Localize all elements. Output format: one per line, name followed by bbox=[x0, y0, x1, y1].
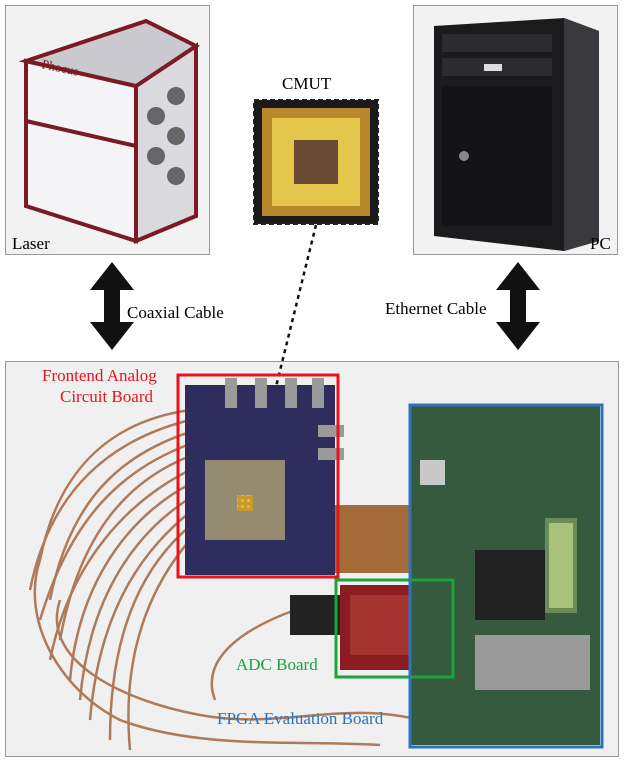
pc-label: PC bbox=[590, 234, 611, 253]
cmut-label: CMUT bbox=[282, 74, 332, 93]
fpga-box bbox=[408, 403, 604, 749]
pc-illustration bbox=[434, 18, 599, 251]
laser-illustration: Phocus bbox=[18, 18, 200, 244]
frontend-box bbox=[176, 373, 340, 579]
frontend-board bbox=[185, 378, 344, 575]
coaxial-label: Coaxial Cable bbox=[127, 303, 224, 322]
laser-panel: Phocus Laser bbox=[5, 5, 210, 255]
cmut-chip bbox=[253, 99, 379, 225]
fpga-board bbox=[410, 405, 600, 745]
ethernet-arrow bbox=[496, 262, 540, 350]
adc-label: ADC Board bbox=[236, 655, 318, 674]
frontend-label-line2: Circuit Board bbox=[60, 387, 154, 406]
fpga-label: FPGA Evaluation Board bbox=[217, 709, 384, 728]
cable-bundle bbox=[28, 408, 421, 751]
pc-panel: PC bbox=[413, 5, 618, 255]
coaxial-arrow bbox=[90, 262, 134, 350]
adc-box bbox=[334, 578, 455, 679]
ethernet-label: Ethernet Cable bbox=[385, 299, 487, 318]
laser-label: Laser bbox=[12, 234, 50, 253]
frontend-label-line1: Frontend Analog bbox=[42, 366, 157, 385]
